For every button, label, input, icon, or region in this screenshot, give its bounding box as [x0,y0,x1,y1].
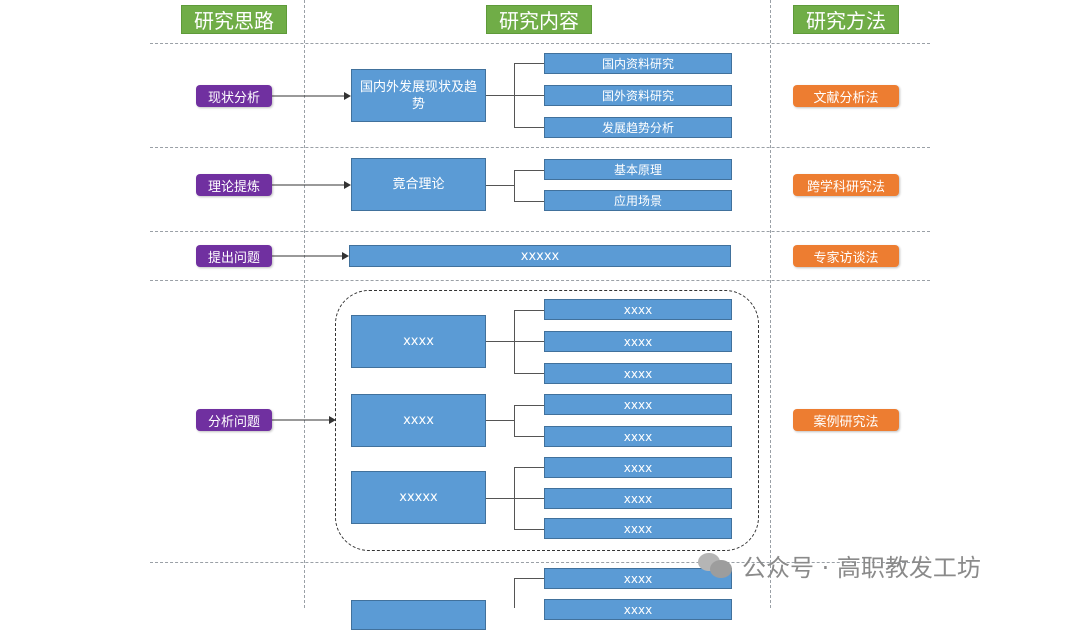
topic-theory: 竟合理论 [351,158,486,211]
connector [514,578,515,608]
connector [514,63,544,64]
sub-item: xxxx [544,299,732,320]
connector [486,420,514,421]
sub-item: 国内资料研究 [544,53,732,74]
connector [514,170,544,171]
row-divider [150,43,930,44]
header-method: 研究方法 [793,5,899,34]
connector [514,405,544,406]
connector [514,127,544,128]
connector [514,498,544,499]
wechat-icon [698,551,734,579]
stage-status-analysis: 现状分析 [196,85,272,107]
next-topic-box [351,600,486,630]
row-divider [150,562,930,563]
sub-item: xxxx [544,457,732,478]
watermark-text: 公众号 · 高职教发工坊 [742,553,981,582]
connector [514,405,515,436]
connector [486,498,514,499]
connector [514,529,544,530]
connector [486,341,514,342]
sub-item: 应用场景 [544,190,732,211]
connector [486,185,514,186]
sub-item: xxxx [544,599,732,620]
topic-question: xxxxx [349,245,731,267]
method-literature: 文献分析法 [793,85,899,107]
row-divider [150,280,930,281]
connector [486,95,514,96]
stage-analysis: 分析问题 [196,409,272,431]
sub-item: xxxx [544,568,732,589]
connector [514,201,544,202]
connector [514,170,515,201]
sub-item: xxxx [544,331,732,352]
stage-question: 提出问题 [196,245,272,267]
analysis-topic: xxxx [351,394,486,447]
sub-item: xxxx [544,363,732,384]
stage-theory: 理论提炼 [196,174,272,196]
arrow [272,92,351,100]
method-case-study: 案例研究法 [793,409,899,431]
method-interdisciplinary: 跨学科研究法 [793,174,899,196]
header-content: 研究内容 [486,5,592,34]
topic-status: 国内外发展现状及趋势 [351,69,486,122]
sub-item: 国外资料研究 [544,85,732,106]
method-expert-interview: 专家访谈法 [793,245,899,267]
arrow [272,181,351,189]
connector [514,578,544,579]
analysis-topic: xxxx [351,315,486,368]
connector [514,95,544,96]
sub-item: xxxx [544,488,732,509]
connector [514,310,544,311]
connector [514,373,544,374]
sub-item: 发展趋势分析 [544,117,732,138]
connector [514,467,544,468]
arrow [272,416,336,424]
connector [514,436,544,437]
column-divider-right [770,0,771,608]
arrow [272,252,349,260]
analysis-group-frame [335,290,759,551]
column-divider-left [304,0,305,608]
sub-item: xxxx [544,518,732,539]
connector [514,341,544,342]
row-divider [150,231,930,232]
sub-item: xxxx [544,394,732,415]
header-approach: 研究思路 [181,5,287,34]
sub-item: 基本原理 [544,159,732,180]
watermark: 公众号 · 高职教发工坊 [698,548,1058,582]
analysis-topic: xxxxx [351,471,486,524]
row-divider [150,147,930,148]
sub-item: xxxx [544,426,732,447]
